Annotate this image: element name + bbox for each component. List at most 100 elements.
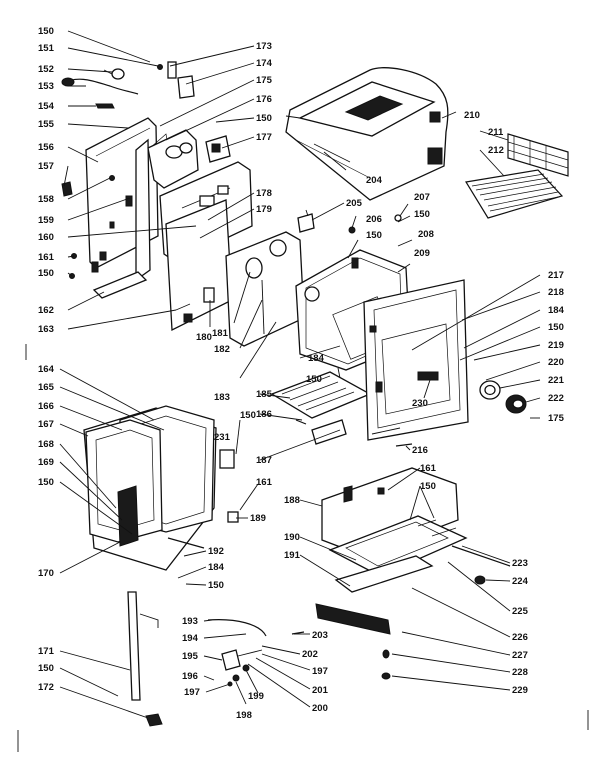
callout-160: 160 [38,232,54,243]
callout-173: 173 [256,41,272,52]
callout-219: 219 [548,340,564,351]
callout-218: 218 [548,287,564,298]
callout-204: 204 [366,175,383,186]
drawer-liner-226-part [334,555,434,593]
callout-182: 182 [214,344,230,355]
cord-153-part [61,77,139,95]
top-cover-204-part [285,67,449,201]
callout-171: 171 [38,646,55,657]
callout-184: 184 [208,562,225,573]
callout-200: 200 [312,703,328,714]
callout-159: 159 [38,215,54,226]
callout-195: 195 [182,651,199,662]
bracket-154-part [95,103,115,109]
callout-185: 185 [256,389,273,400]
callout-180: 180 [196,332,212,343]
callout-201: 201 [312,685,329,696]
callout-229: 229 [512,685,528,696]
callout-150: 150 [420,481,436,492]
bracket-173-part [167,61,177,79]
callout-226: 226 [512,632,528,643]
plate-174-part [177,75,195,99]
callout-197: 197 [184,687,200,698]
callout-150: 150 [366,230,382,241]
callout-150: 150 [38,663,54,674]
callout-172: 172 [38,682,54,693]
callout-166: 166 [38,401,54,412]
knob-222-part [505,394,527,414]
callout-161: 161 [420,463,437,474]
control-box-177-part [205,135,231,163]
igniter-205-part [297,209,315,233]
callout-198: 198 [236,710,252,721]
callout-208: 208 [418,229,434,240]
callout-179: 179 [256,204,272,215]
callout-154: 154 [38,101,55,112]
side-panel-159-part [135,133,169,282]
screw-228-part [382,649,390,659]
callout-216: 216 [412,445,428,456]
callout-188: 188 [284,495,300,506]
callout-202: 202 [302,649,318,660]
callout-150: 150 [38,477,54,488]
oven-rack-212-part [465,169,564,219]
callout-151: 151 [38,43,55,54]
callout-207: 207 [414,192,430,203]
callout-230: 230 [412,398,428,409]
callout-175: 175 [256,75,273,86]
callout-158: 158 [38,194,54,205]
door-handle-169-part [117,485,139,547]
callout-231: 231 [214,432,231,443]
front-frame-218-part [363,279,469,441]
callout-227: 227 [512,650,528,661]
callout-225: 225 [512,606,529,617]
rail-186-part [295,419,307,425]
broiler-pan-190-part [328,515,468,577]
callout-186: 186 [256,409,272,420]
callout-217: 217 [548,270,564,281]
callout-178: 178 [256,188,272,199]
callout-152: 152 [38,64,54,75]
callout-150: 150 [414,209,430,220]
callout-196: 196 [182,671,198,682]
hinge-192-part [167,537,205,549]
callout-192: 192 [208,546,224,557]
knob-152-part [103,68,125,80]
callout-184: 184 [308,353,325,364]
broiler-drawer-188-part [321,467,459,557]
bracket-176-part [147,129,199,189]
callout-150: 150 [38,26,54,37]
valve-assembly-part [207,619,305,687]
callout-206: 206 [366,214,382,225]
callout-224: 224 [512,576,529,587]
callout-150: 150 [38,268,54,279]
callout-187: 187 [256,455,272,466]
callout-190: 190 [284,532,300,543]
callout-197: 197 [312,666,328,677]
leader-lines [59,30,541,719]
callout-177: 177 [256,132,272,143]
callout-156: 156 [38,142,54,153]
callout-181: 181 [212,328,229,339]
callout-221: 221 [548,375,565,386]
screw-207-part [394,214,402,222]
callout-161: 161 [256,477,273,488]
drip-tray-162-part [92,271,148,299]
handle-172-part [145,713,163,727]
callout-150: 150 [240,410,256,421]
callout-163: 163 [38,324,54,335]
callout-228: 228 [512,667,528,678]
callout-165: 165 [38,382,55,393]
callout-183: 183 [214,392,230,403]
callout-164: 164 [38,364,55,375]
callout-157: 157 [38,161,54,172]
clip-189-part [227,511,239,523]
callout-209: 209 [414,248,430,259]
callout-223: 223 [512,558,528,569]
callout-155: 155 [38,119,55,130]
callout-203: 203 [312,630,328,641]
callout-211: 211 [488,127,504,138]
broiler-rack-211-part [507,133,569,177]
callout-205: 205 [346,198,363,209]
